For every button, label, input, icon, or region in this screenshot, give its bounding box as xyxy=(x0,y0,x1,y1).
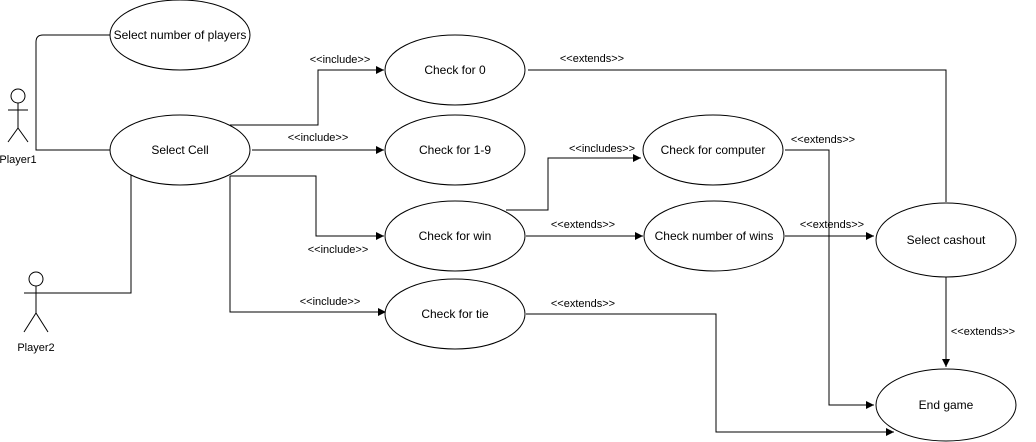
use-case-label: Check for computer xyxy=(661,143,766,157)
relationship-label-include-check-0: <<include>> xyxy=(310,54,371,66)
relationship-label-extends-check-win: <<extends>> xyxy=(551,219,615,231)
actor-label-player2: Player2 xyxy=(17,342,54,354)
use-case-label: Select number of players xyxy=(114,28,247,42)
use-case-select-cell: Select Cell xyxy=(109,114,251,186)
relationship-label-include-check-tie: <<include>> xyxy=(300,296,361,308)
actor-player1: Player1 xyxy=(0,88,37,166)
edge-includes-check-computer xyxy=(506,154,641,211)
use-case-check-for-tie: Check for tie xyxy=(384,278,526,350)
relationship-label-includes-check-computer: <<includes>> xyxy=(569,143,635,155)
use-case-check-for-0: Check for 0 xyxy=(384,34,526,106)
use-case-check-for-win: Check for win xyxy=(384,200,526,272)
relationship-label-extends-number-of-wins: <<extends>> xyxy=(800,219,864,231)
use-case-check-for-1-9: Check for 1-9 xyxy=(384,114,526,186)
use-case-check-number-of-wins: Check number of wins xyxy=(643,200,785,272)
use-case-select-number-of-players: Select number of players xyxy=(109,0,251,71)
use-case-end-game: End game xyxy=(875,368,1017,442)
association-player2-select-cell xyxy=(38,173,132,294)
association-player1-select-number-of-players xyxy=(35,34,110,150)
use-case-select-cashout: Select cashout xyxy=(875,202,1017,278)
relationship-label-extends-check-0: <<extends>> xyxy=(560,53,624,65)
actor-label-player1: Player1 xyxy=(0,154,37,166)
edge-extends-check-tie xyxy=(526,313,894,436)
use-case-label: Check for 0 xyxy=(424,63,486,77)
relationship-label-extends-check-computer: <<extends>> xyxy=(791,134,855,146)
actor-player2: Player2 xyxy=(17,271,55,354)
relationship-label-include-check-1-9: <<include>> xyxy=(288,132,349,144)
use-case-label: Select Cell xyxy=(151,143,208,157)
edge-include-check-0 xyxy=(230,66,384,126)
use-case-label: End game xyxy=(919,398,974,412)
association-player1-select-cell xyxy=(35,114,110,151)
use-case-label: Check for win xyxy=(419,229,492,243)
relationship-label-include-check-win: <<include>> xyxy=(308,244,369,256)
edge-include-check-win xyxy=(230,175,384,240)
use-case-label: Check for 1-9 xyxy=(419,143,491,157)
edge-extends-check-computer xyxy=(785,149,874,409)
use-case-label: Check for tie xyxy=(421,307,489,321)
use-case-label: Check number of wins xyxy=(655,229,774,243)
edge-include-check-tie xyxy=(229,176,386,316)
relationship-label-extends-cashout: <<extends>> xyxy=(951,326,1015,338)
edge-extends-check-0 xyxy=(528,69,947,202)
use-case-check-for-computer: Check for computer xyxy=(642,114,784,186)
relationship-label-extends-check-tie: <<extends>> xyxy=(551,298,615,310)
use-case-label: Select cashout xyxy=(907,233,986,247)
